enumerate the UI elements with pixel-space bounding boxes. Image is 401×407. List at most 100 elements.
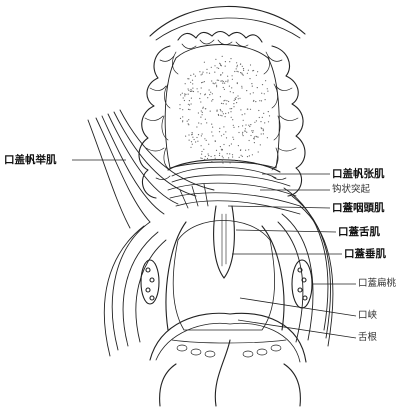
stipple-dot bbox=[240, 150, 241, 151]
stipple-dot bbox=[254, 122, 255, 123]
label-tongue-root: 舌根 bbox=[358, 332, 377, 344]
stipple-dot bbox=[265, 99, 266, 100]
stipple-dot bbox=[222, 56, 223, 57]
left-teeth bbox=[139, 46, 178, 198]
stipple-dot bbox=[193, 74, 194, 75]
stipple-dot bbox=[253, 92, 254, 93]
stipple-dot bbox=[242, 133, 243, 134]
stipple-dot bbox=[188, 134, 189, 135]
stipple-dot bbox=[200, 93, 201, 94]
stipple-dot bbox=[227, 76, 228, 77]
stipple-dot bbox=[263, 133, 264, 134]
stipple-dot bbox=[226, 100, 227, 101]
stipple-dot bbox=[236, 68, 237, 69]
stipple-dot bbox=[256, 120, 257, 121]
stipple-dot bbox=[227, 153, 228, 154]
stipple-dot bbox=[215, 82, 216, 83]
stipple-dot bbox=[252, 132, 253, 133]
stipple-dot bbox=[211, 80, 212, 81]
stipple-dot bbox=[232, 79, 233, 80]
stipple-dot bbox=[238, 98, 239, 99]
stipple-dot bbox=[261, 133, 262, 134]
stipple-dot bbox=[196, 126, 197, 127]
stipple-dot bbox=[217, 80, 218, 81]
stipple-dot bbox=[233, 92, 234, 93]
stipple-dot bbox=[191, 103, 192, 104]
stipple-dot bbox=[211, 156, 212, 157]
stipple-dot bbox=[236, 102, 237, 103]
stipple-dot bbox=[240, 63, 241, 64]
stipple-dot bbox=[211, 67, 212, 68]
stipple-dot bbox=[238, 160, 239, 161]
label-tensor: 口盖帆张肌 bbox=[332, 168, 385, 180]
stipple-dot bbox=[237, 83, 238, 84]
stipple-dot bbox=[222, 156, 223, 157]
stipple-dot bbox=[233, 127, 234, 128]
stipple-dot bbox=[231, 117, 232, 118]
stipple-dot bbox=[230, 91, 231, 92]
stipple-dot bbox=[234, 71, 235, 72]
stipple-dot bbox=[190, 89, 191, 90]
stipple-dot bbox=[187, 78, 188, 79]
stipple-dot bbox=[208, 155, 209, 156]
stipple-dot bbox=[201, 135, 202, 136]
stipple-dot bbox=[190, 91, 191, 92]
left-pillar bbox=[166, 222, 186, 330]
stipple-dot bbox=[224, 89, 225, 90]
stipple-dot bbox=[211, 124, 212, 125]
stipple-dot bbox=[188, 78, 189, 79]
stipple-dot bbox=[263, 113, 264, 114]
stipple-dot bbox=[248, 125, 249, 126]
stipple-dot bbox=[199, 71, 200, 72]
label-palatopharyngeus: 口蓋咽頭肌 bbox=[332, 202, 385, 214]
stipple-dot bbox=[224, 83, 225, 84]
stipple-dot bbox=[232, 156, 233, 157]
stipple-dot bbox=[264, 122, 265, 123]
stipple-dot bbox=[257, 71, 258, 72]
stipple-dot bbox=[192, 134, 193, 135]
stipple-dot bbox=[202, 112, 203, 113]
stipple-dot bbox=[246, 132, 247, 133]
stipple-dot bbox=[192, 144, 193, 145]
stipple-dot bbox=[225, 131, 226, 132]
stipple-dot bbox=[221, 103, 222, 104]
stipple-dot bbox=[236, 62, 237, 63]
stipple-dot bbox=[242, 66, 243, 67]
stipple-dot bbox=[242, 74, 243, 75]
stipple-dot bbox=[209, 89, 210, 90]
stipple-dot bbox=[218, 80, 219, 81]
stipple-dot bbox=[222, 111, 223, 112]
stipple-dot bbox=[233, 106, 234, 107]
stipple-dot bbox=[212, 135, 213, 136]
stipple-dot bbox=[201, 82, 202, 83]
stipple-dot bbox=[179, 104, 180, 105]
stipple-dot bbox=[239, 98, 240, 99]
stipple-dot bbox=[238, 132, 239, 133]
stipple-dot bbox=[182, 121, 183, 122]
stipple-dot bbox=[249, 126, 250, 127]
stipple-dot bbox=[245, 124, 246, 125]
stipple-dot bbox=[220, 65, 221, 66]
stipple-dot bbox=[202, 72, 203, 73]
stipple-dot bbox=[247, 109, 248, 110]
stipple-dot bbox=[190, 75, 191, 76]
stipple-dot bbox=[228, 101, 229, 102]
right-tonsil bbox=[292, 260, 312, 308]
stipple-dot bbox=[254, 142, 255, 143]
stipple-dot bbox=[250, 109, 251, 110]
stipple-dot bbox=[206, 72, 207, 73]
stipple-dot bbox=[223, 157, 224, 158]
stipple-dot bbox=[201, 151, 202, 152]
stipple-dot bbox=[229, 153, 230, 154]
stipple-dot bbox=[197, 91, 198, 92]
stipple-dot bbox=[190, 82, 191, 83]
stipple-dot bbox=[233, 103, 234, 104]
stipple-dot bbox=[185, 83, 186, 84]
stipple-dot bbox=[250, 124, 251, 125]
stipple-dot bbox=[188, 94, 189, 95]
uvula bbox=[214, 206, 235, 278]
left-muscle-bands bbox=[104, 222, 166, 356]
stipple-dot bbox=[247, 156, 248, 157]
stipple-dot bbox=[262, 117, 263, 118]
stipple-dot bbox=[244, 130, 245, 131]
